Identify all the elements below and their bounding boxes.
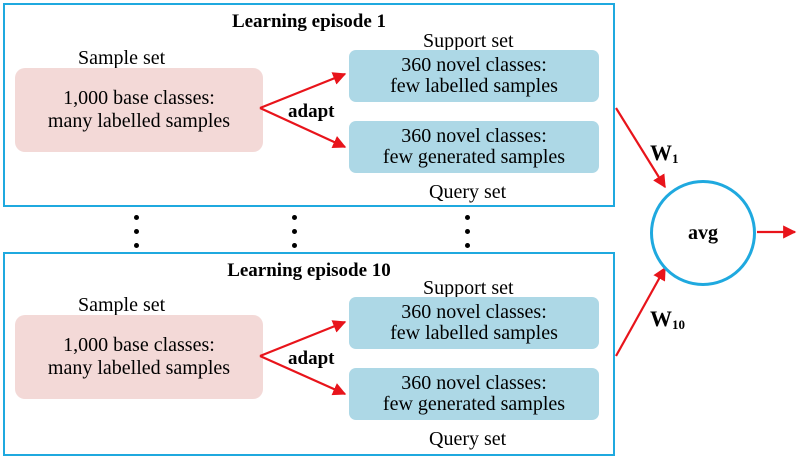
query-line-2: few generated samples (382, 146, 566, 168)
sample-set-label: Sample set (78, 47, 166, 69)
weight-label-10: W10 (650, 306, 685, 332)
adapt-label: adapt (288, 101, 335, 122)
support-line-2: few labelled samples (390, 322, 558, 344)
query-novel-box: 360 novel classes: few generated samples (349, 121, 599, 173)
adapt-arrow-support-10 (259, 320, 347, 358)
query-line-1: 360 novel classes: (401, 125, 547, 147)
weight-arrow-1 (615, 107, 666, 189)
base-classes-line-2: many labelled samples (47, 110, 231, 132)
adapt-arrow-query-1 (259, 107, 347, 149)
query-line-1: 360 novel classes: (401, 372, 547, 394)
support-set-label: Support set (423, 277, 514, 299)
adapt-arrow-query-10 (259, 354, 347, 396)
support-line-2: few labelled samples (390, 75, 558, 97)
support-line-1: 360 novel classes: (401, 301, 547, 323)
episode-title: Learning episode 1 (231, 11, 387, 32)
avg-label: avg (688, 221, 718, 244)
base-classes-box: 1,000 base classes: many labelled sample… (15, 315, 263, 399)
weight-arrow-10 (615, 266, 666, 357)
sample-set-label: Sample set (78, 294, 166, 316)
adapt-arrow-support-1 (259, 72, 347, 110)
base-classes-line-1: 1,000 base classes: (63, 334, 215, 356)
query-set-label: Query set (429, 181, 507, 203)
support-line-1: 360 novel classes: (401, 54, 547, 76)
base-classes-line-2: many labelled samples (47, 357, 231, 379)
ellipsis-dots-middle (290, 212, 300, 252)
learning-episode-10: Learning episode 10 Sample set 1,000 bas… (3, 252, 615, 456)
adapt-label: adapt (288, 348, 335, 369)
query-line-2: few generated samples (382, 393, 566, 415)
learning-episode-1: Learning episode 1 Sample set 1,000 base… (3, 3, 615, 207)
support-novel-box: 360 novel classes: few labelled samples (349, 297, 599, 349)
weight-label-1: W1 (650, 140, 679, 166)
episode-title: Learning episode 10 (227, 260, 391, 281)
support-novel-box: 360 novel classes: few labelled samples (349, 50, 599, 102)
support-set-label: Support set (423, 30, 514, 52)
ellipsis-dots-right (463, 212, 473, 252)
ellipsis-dots-left (132, 212, 142, 252)
base-classes-box: 1,000 base classes: many labelled sample… (15, 68, 263, 152)
query-set-label: Query set (429, 428, 507, 450)
query-novel-box: 360 novel classes: few generated samples (349, 368, 599, 420)
base-classes-line-1: 1,000 base classes: (63, 87, 215, 109)
avg-node: avg (650, 180, 756, 286)
